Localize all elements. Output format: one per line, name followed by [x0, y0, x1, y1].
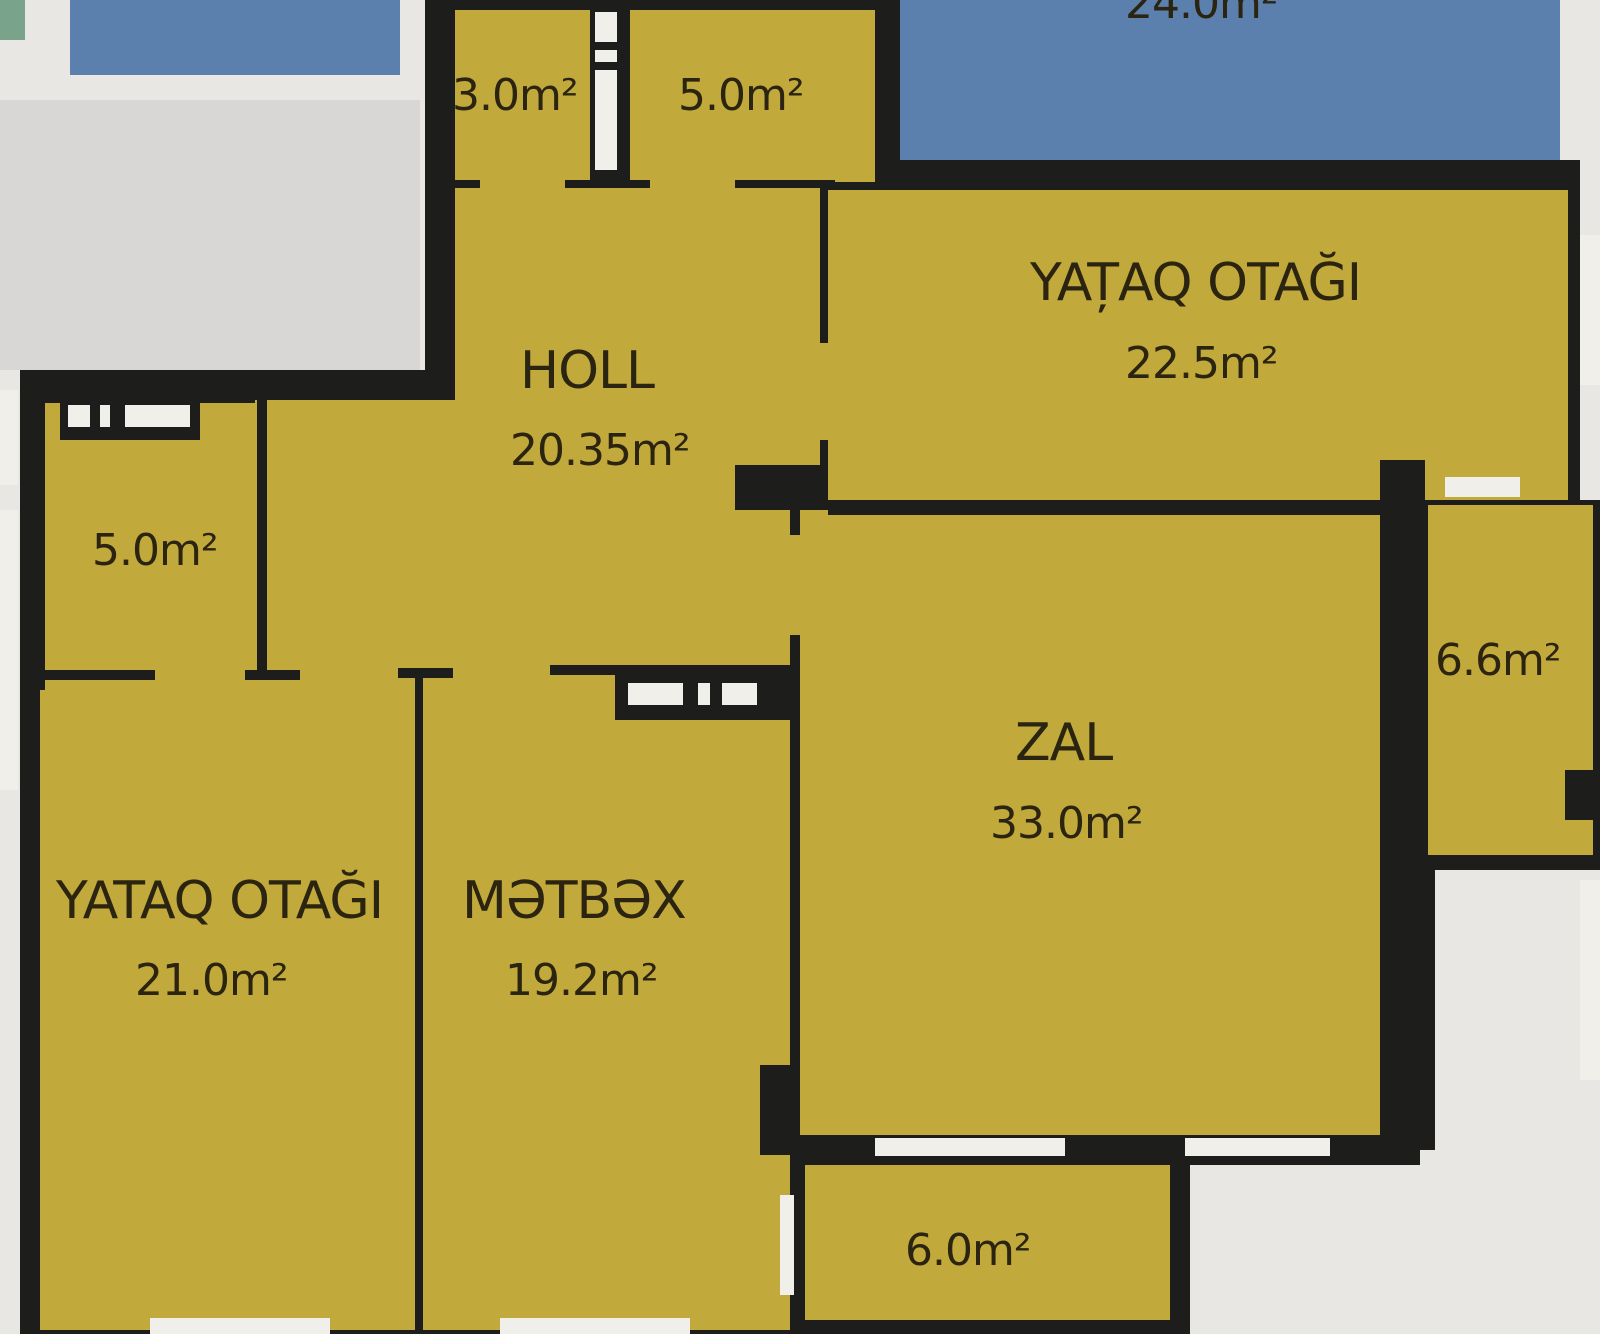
bedroom-1-name: YAȚAQ OTAĞI	[1029, 251, 1361, 313]
hall-name: HOLL	[520, 341, 655, 401]
neighbor-corridor	[0, 100, 420, 370]
living-room-name: ZAL	[1015, 713, 1113, 773]
neighbor-unit-top-right	[900, 0, 1560, 160]
neighbor-green-strip	[0, 0, 25, 40]
room-bedroom-2	[40, 690, 420, 1330]
living-room-area: 33.0m²	[990, 798, 1142, 849]
room-storage-b	[630, 10, 875, 182]
balcony-right-area: 6.6m²	[1435, 635, 1560, 686]
storage-b-area: 5.0m²	[678, 70, 803, 121]
storage-a-area: 3.0m²	[452, 70, 577, 121]
bedroom-1-area: 22.5m²	[1125, 338, 1277, 389]
neighbor-unit-top-left	[70, 0, 400, 75]
top-cut-area-label: 24.0m²	[1125, 0, 1277, 29]
room-storage-a	[455, 10, 605, 182]
windows	[0, 12, 1600, 1334]
hall-area: 20.35m²	[510, 425, 689, 476]
room-bedroom-1	[828, 190, 1568, 500]
balcony-bottom-area: 6.0m²	[905, 1225, 1030, 1276]
kitchen-area: 19.2m²	[505, 955, 657, 1006]
room-balcony-bottom	[805, 1165, 1170, 1320]
rooms	[40, 10, 1593, 1330]
room-bathroom	[45, 400, 255, 680]
room-kitchen	[420, 690, 790, 1330]
bedroom-2-name: YATAQ OTAĞI	[55, 869, 383, 931]
kitchen-name: MƏTBƏX	[462, 871, 686, 931]
room-living	[800, 515, 1400, 1135]
bathroom-area: 5.0m²	[92, 525, 217, 576]
bedroom-2-area: 21.0m²	[135, 955, 287, 1006]
